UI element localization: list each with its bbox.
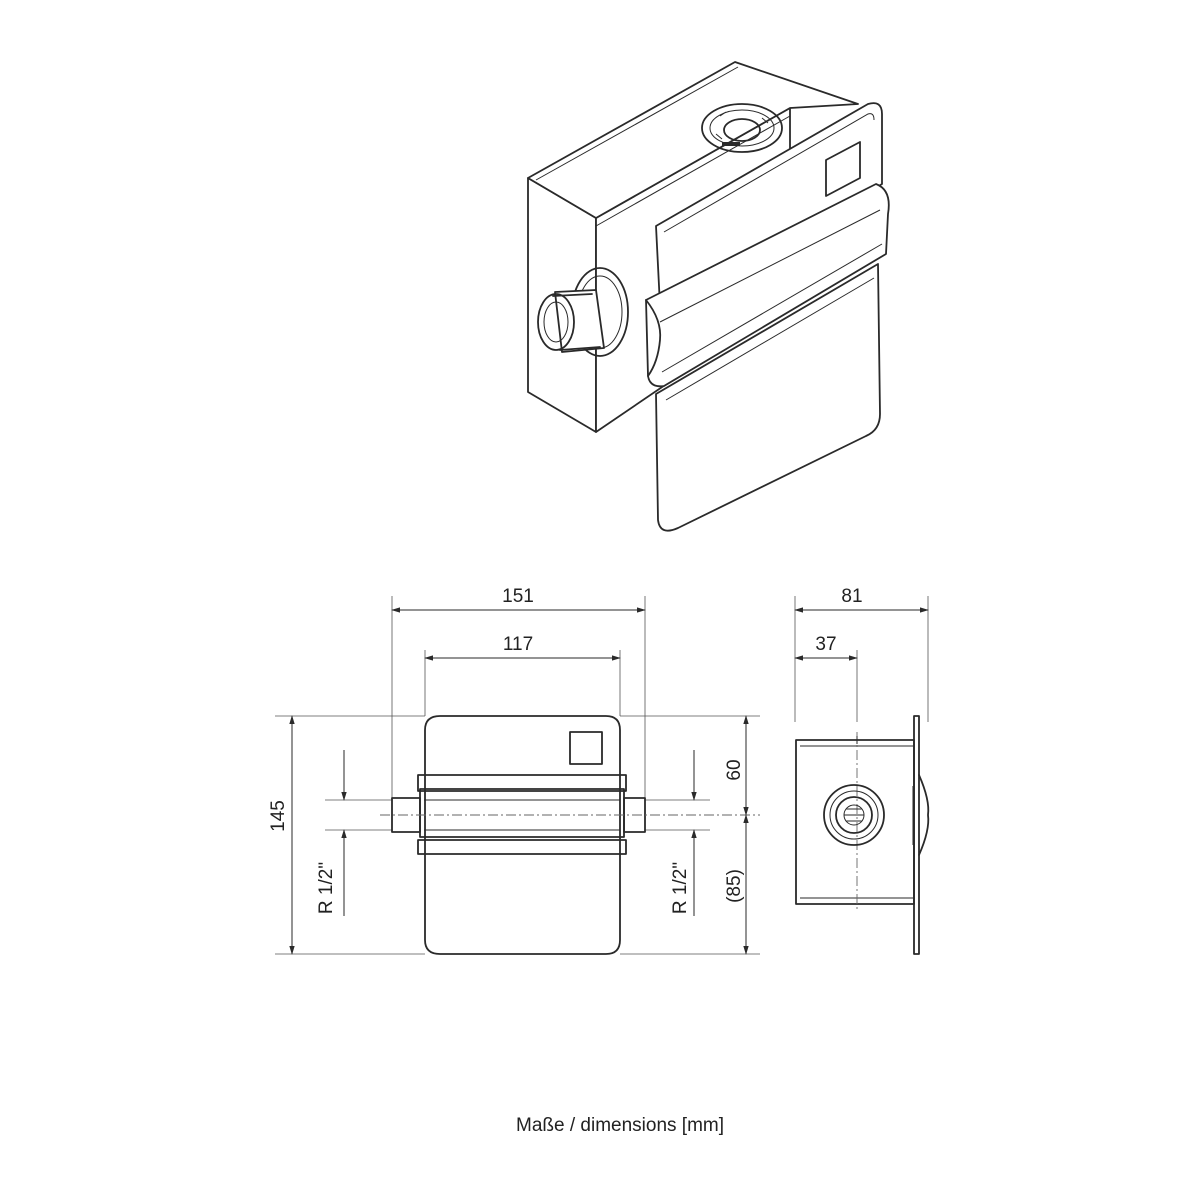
dim-lower-height: (85) xyxy=(724,869,745,903)
front-view: 151 117 145 R 1/2" R 1/2" 60 (85) xyxy=(268,586,760,955)
side-view: 81 37 xyxy=(794,586,930,955)
dim-axis-depth: 37 xyxy=(815,634,836,655)
top-fitting xyxy=(701,103,783,153)
dim-overall-height: 145 xyxy=(268,800,289,832)
cover-plate xyxy=(645,102,890,532)
dim-box-width: 117 xyxy=(503,634,533,655)
side-pipe-fitting xyxy=(537,267,629,357)
dim-upper-height: 60 xyxy=(724,759,745,780)
isometric-view xyxy=(527,61,890,532)
dim-overall-depth: 81 xyxy=(841,586,862,607)
dim-connection-left: R 1/2" xyxy=(316,862,337,914)
dimensions-caption: Maße / dimensions [mm] xyxy=(516,1115,724,1136)
dim-overall-width: 151 xyxy=(502,586,534,607)
dim-connection-right: R 1/2" xyxy=(670,862,691,914)
